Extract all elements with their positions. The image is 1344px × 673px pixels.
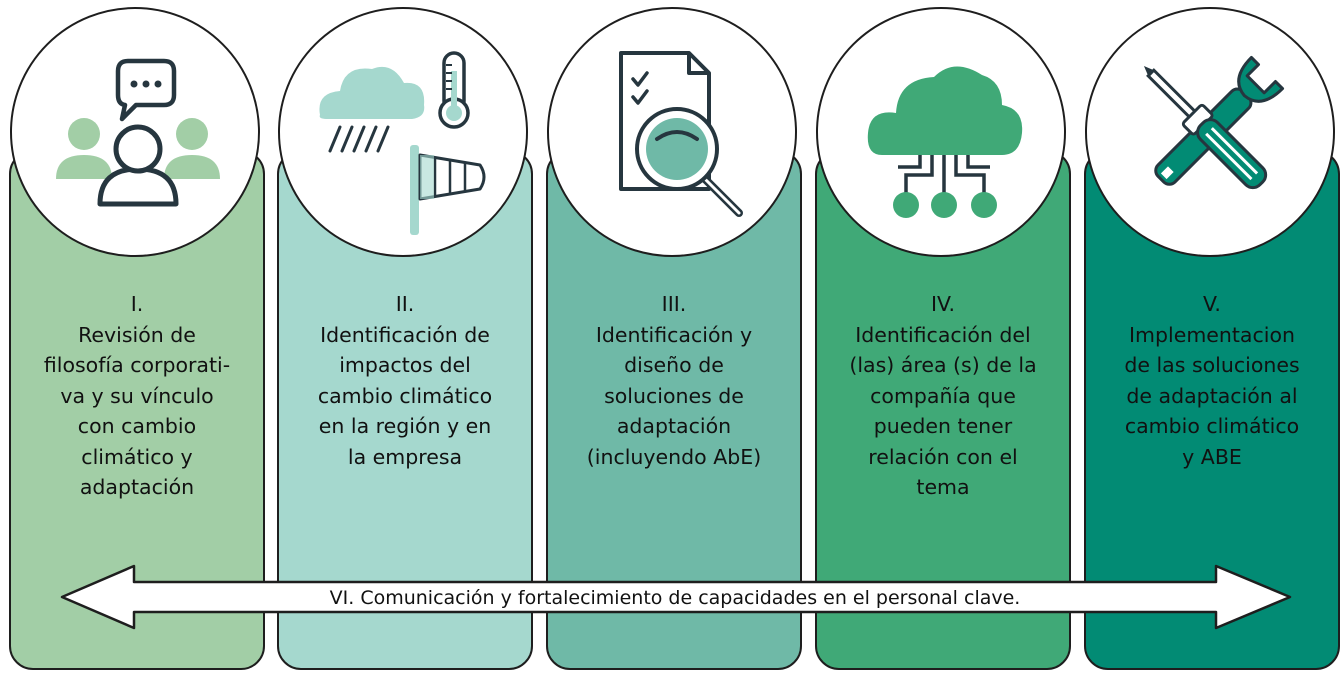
- step-line: pueden tener: [873, 414, 1013, 438]
- step-line: y ABE: [1182, 444, 1242, 469]
- step-line: impactos del: [339, 353, 471, 377]
- step-line: (incluyendo AbE): [586, 444, 762, 469]
- step-line: compañía que: [870, 383, 1016, 408]
- document-magnifier-icon: [619, 51, 743, 217]
- cloud-network-icon: [867, 66, 1023, 218]
- step-line: filosofía corporati-: [43, 353, 231, 377]
- step-number: II.: [395, 292, 415, 316]
- rain-cloud-thermometer-windsock-icon: [319, 51, 486, 235]
- step-number: V.: [1203, 292, 1221, 316]
- step-line: con cambio: [77, 414, 197, 438]
- step-number: I.: [130, 292, 144, 316]
- step-icon-circle-2: [278, 7, 528, 257]
- step-line: climático y: [81, 444, 193, 469]
- step-icon-circle-5: [1085, 7, 1335, 257]
- step-line: va y su vínculo: [60, 383, 214, 408]
- step-line: Identificación del: [855, 322, 1031, 347]
- step-icon-circle-3: [547, 7, 797, 257]
- step-line: adaptación: [616, 414, 732, 438]
- step-line: de las soluciones: [1124, 353, 1300, 377]
- step-line: Implementacion: [1128, 322, 1295, 347]
- step-line: cambio climático: [317, 383, 493, 408]
- step-number: III.: [661, 292, 687, 316]
- step-line: Identificación y: [595, 322, 753, 347]
- banner-text: VI. Comunicación y fortalecimiento de ca…: [329, 587, 1021, 609]
- step-text-4: IV. Identificación del (las) área (s) de…: [815, 289, 1071, 503]
- step-line: Identificación de: [320, 322, 490, 347]
- step-line: cambio climático: [1124, 414, 1300, 438]
- step-line: la empresa: [347, 444, 463, 469]
- step-line: tema: [916, 475, 970, 499]
- step-line: Revisión de: [78, 322, 196, 347]
- step-text-1: I. Revisión de filosofía corporati- va y…: [9, 289, 265, 503]
- step-icon-circle-4: [816, 7, 1066, 257]
- step-text-2: II. Identificación de impactos del cambi…: [277, 289, 533, 472]
- step-icon-circle-1: [10, 7, 260, 257]
- step-line: diseño de: [624, 353, 724, 377]
- step-line: en la región y en: [318, 414, 492, 438]
- step-line: de adaptación al: [1126, 383, 1298, 408]
- step-line: adaptación: [79, 475, 195, 499]
- step-line: (las) área (s) de la: [849, 353, 1037, 377]
- step-text-5: V. Implementacion de las soluciones de a…: [1084, 289, 1340, 472]
- people-chat-icon: [56, 58, 220, 207]
- step-line: relación con el: [868, 444, 1018, 469]
- step-line: soluciones de: [604, 383, 744, 408]
- step-text-3: III. Identificación y diseño de solucion…: [546, 289, 802, 472]
- step-number: IV.: [931, 292, 955, 316]
- wrench-screwdriver-icon: [1143, 55, 1285, 190]
